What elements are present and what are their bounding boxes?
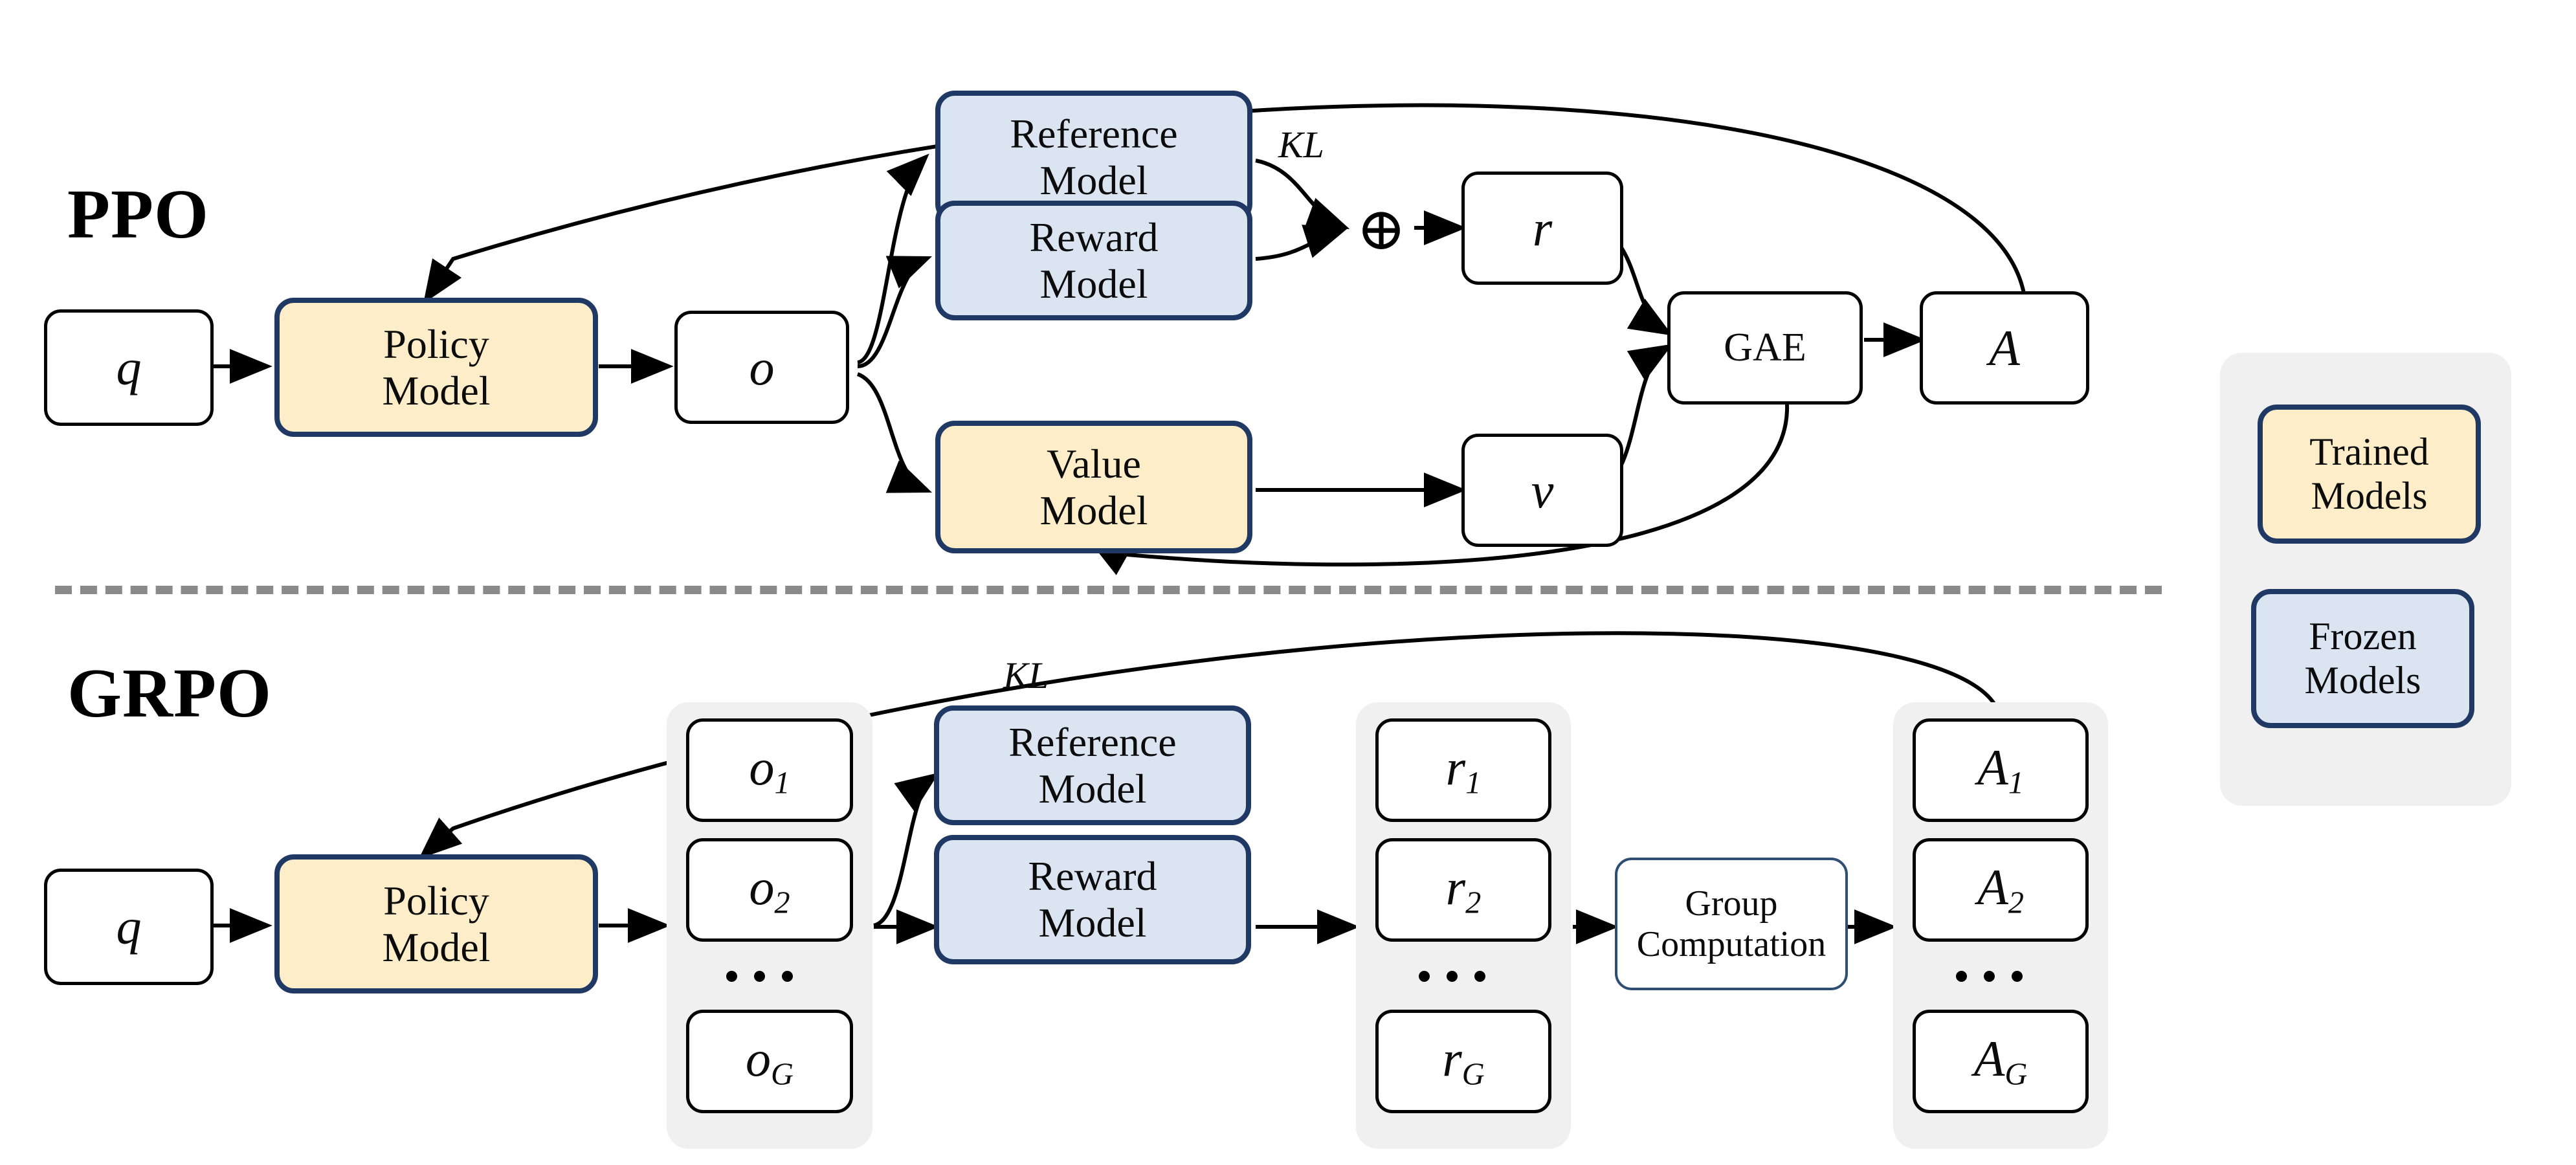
ppo-r-label: r (1532, 199, 1553, 256)
ppo-node-gae: GAE (1667, 291, 1863, 405)
legend-item-trained-models: Trained Models (2258, 405, 2481, 544)
ppo-node-q: q (44, 309, 214, 426)
grpo-node-q: q (44, 869, 214, 985)
grpo-output-3-label: oG (746, 1030, 794, 1092)
grpo-outputs-ellipsis (726, 971, 793, 982)
grpo-advantage-2-label: A2 (1977, 859, 2024, 920)
grpo-rewards-ellipsis (1419, 971, 1485, 982)
ppo-gae-label: GAE (1724, 325, 1806, 370)
ppo-node-value-model: Value Model (935, 421, 1252, 553)
grpo-output-item-1: o1 (686, 718, 853, 822)
grpo-reference-model-label: Reference Model (1008, 718, 1177, 812)
grpo-reward-3-label: rG (1442, 1030, 1485, 1092)
grpo-group-computation-label: Group Computation (1636, 883, 1827, 964)
grpo-section-title: GRPO (67, 655, 272, 732)
ppo-q-label: q (116, 339, 142, 396)
ppo-node-policy-model: Policy Model (274, 298, 598, 437)
grpo-q-label: q (116, 898, 142, 955)
grpo-reward-2-label: r2 (1445, 859, 1482, 920)
ppo-kl-annotation: KL (1278, 124, 1324, 166)
grpo-advantage-item-2: A2 (1913, 838, 2089, 942)
grpo-output-2-label: o2 (749, 859, 790, 920)
ppo-node-a: A (1920, 291, 2089, 405)
grpo-node-reference-model: Reference Model (934, 705, 1251, 825)
grpo-output-item-3: oG (686, 1010, 853, 1113)
grpo-node-policy-model: Policy Model (274, 854, 598, 993)
legend-item-frozen-models: Frozen Models (2251, 589, 2474, 728)
grpo-reward-item-3: rG (1375, 1010, 1551, 1113)
ppo-node-v: v (1461, 434, 1623, 547)
ppo-a-label: A (1989, 319, 2020, 376)
ppo-policy-model-label: Policy Model (382, 320, 491, 414)
ppo-section-title: PPO (67, 176, 209, 253)
grpo-reward-1-label: r1 (1445, 739, 1482, 801)
grpo-advantage-item-3: AG (1913, 1010, 2089, 1113)
grpo-advantages-ellipsis (1956, 971, 2023, 982)
grpo-output-1-label: o1 (749, 739, 790, 801)
ppo-node-r: r (1461, 172, 1623, 285)
grpo-node-reward-model: Reward Model (934, 835, 1251, 964)
legend-trained-models-label: Trained Models (2309, 430, 2429, 517)
ppo-oplus-icon: ⊕ (1356, 196, 1406, 262)
grpo-reward-item-1: r1 (1375, 718, 1551, 822)
grpo-advantage-1-label: A1 (1977, 739, 2024, 801)
ppo-node-o: o (674, 311, 849, 424)
grpo-advantage-item-1: A1 (1913, 718, 2089, 822)
ppo-value-model-label: Value Model (1039, 440, 1148, 533)
grpo-advantage-3-label: AG (1973, 1030, 2028, 1092)
ppo-node-reward-model: Reward Model (935, 201, 1252, 320)
ppo-reference-model-label: Reference Model (1010, 110, 1178, 203)
grpo-reward-item-2: r2 (1375, 838, 1551, 942)
grpo-node-group-computation: Group Computation (1615, 858, 1848, 990)
grpo-output-item-2: o2 (686, 838, 853, 942)
grpo-policy-model-label: Policy Model (382, 877, 491, 970)
grpo-reward-model-label: Reward Model (1028, 853, 1157, 946)
grpo-kl-annotation: KL (1003, 654, 1049, 696)
ppo-reward-model-label: Reward Model (1029, 214, 1159, 307)
legend-frozen-models-label: Frozen Models (2304, 615, 2421, 702)
ppo-o-label: o (749, 338, 775, 395)
section-divider (55, 586, 2162, 594)
ppo-v-label: v (1531, 461, 1554, 518)
